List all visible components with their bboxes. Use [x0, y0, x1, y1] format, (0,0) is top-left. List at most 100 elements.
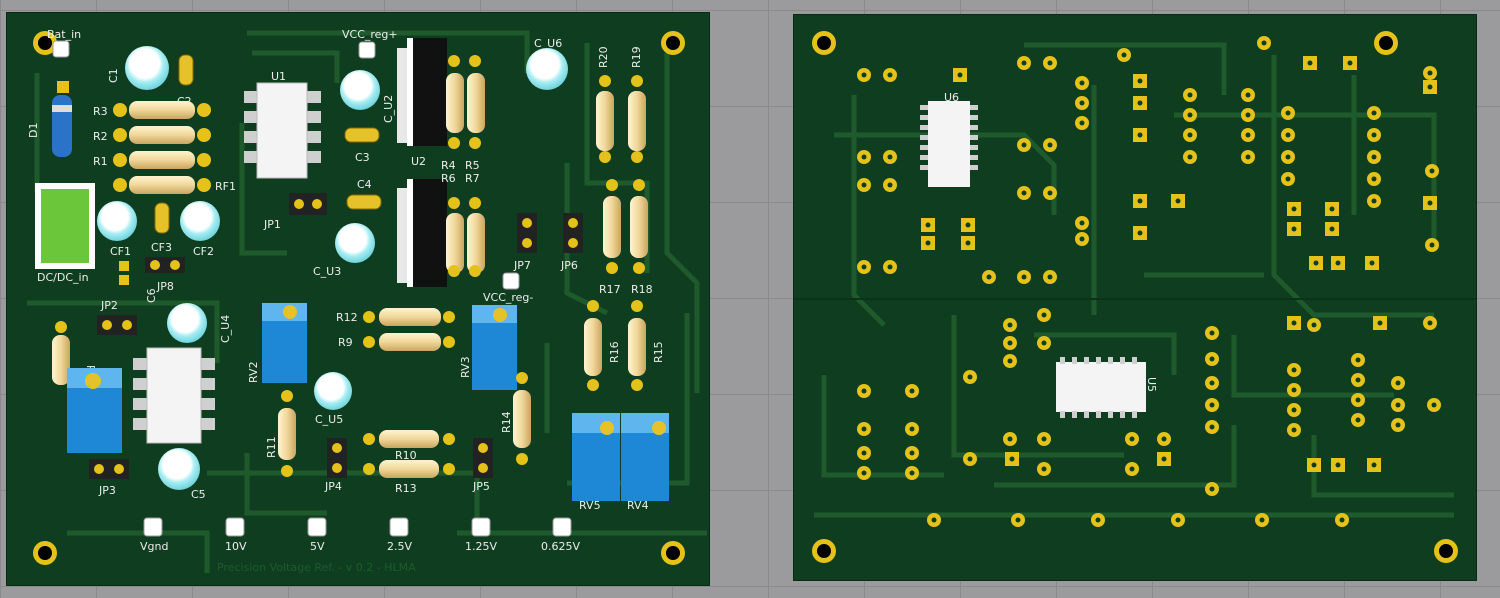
svg-text:JP7: JP7 — [513, 259, 531, 272]
resistor-r11 — [278, 408, 296, 460]
diode-d1: D1 — [27, 95, 72, 157]
output-label-0-625v: 0.625V — [541, 540, 580, 553]
svg-text:R12: R12 — [336, 311, 358, 324]
capacitor-cf2 — [180, 201, 220, 241]
svg-text:JP5: JP5 — [472, 480, 490, 493]
capacitor-c-u6 — [526, 48, 568, 90]
resistors-r19-r20 — [596, 75, 646, 163]
svg-text:CF3: CF3 — [151, 241, 172, 254]
resistors-r17-r18 — [603, 179, 648, 274]
output-label-5v: 5V — [310, 540, 325, 553]
svg-text:R7: R7 — [465, 172, 480, 185]
svg-text:C_U4: C_U4 — [219, 315, 232, 343]
trimmer-rv3 — [472, 305, 517, 390]
svg-text:RF1: RF1 — [215, 180, 236, 193]
capacitor-cf3 — [154, 202, 170, 234]
capacitor-c-u4 — [167, 303, 207, 343]
svg-text:R3: R3 — [93, 105, 108, 118]
ic-u4 — [133, 347, 215, 444]
svg-text:JP2: JP2 — [100, 299, 118, 312]
svg-text:U2: U2 — [411, 155, 426, 168]
svg-text:CF2: CF2 — [193, 245, 214, 258]
resistors-r4-r7 — [446, 55, 485, 277]
svg-text:R5: R5 — [465, 159, 480, 172]
svg-text:JP1: JP1 — [263, 218, 281, 231]
svg-text:U6: U6 — [944, 91, 959, 104]
svg-text:R6: R6 — [441, 172, 456, 185]
mounting-holes-back — [812, 31, 1458, 563]
output-testpoints — [143, 517, 572, 537]
svg-text:DC/DC_in: DC/DC_in — [37, 271, 89, 284]
capacitor-c-u5 — [314, 372, 352, 410]
svg-text:C5: C5 — [191, 488, 206, 501]
svg-text:C_U3: C_U3 — [313, 265, 341, 278]
svg-text:R16: R16 — [608, 341, 621, 363]
ic-u1: U1 — [244, 70, 321, 179]
svg-text:RV2: RV2 — [247, 361, 260, 383]
mounting-holes — [33, 31, 685, 565]
svg-text:R14: R14 — [500, 411, 513, 433]
svg-text:C3: C3 — [355, 151, 370, 164]
capacitor-c5 — [158, 448, 200, 490]
bat-in-testpoint — [52, 40, 70, 58]
pcb-front-board: Bat_in D1 DC/DC_in C1 C2 R3 R2 R1 RF1 CF… — [7, 13, 709, 585]
svg-text:R2: R2 — [93, 130, 108, 143]
svg-text:R15: R15 — [652, 341, 665, 363]
svg-text:U1: U1 — [271, 70, 286, 83]
jumper-jp1 — [289, 193, 327, 215]
vcc-reg-minus-label: VCC_reg- — [483, 291, 533, 304]
resistors-r10-r13 — [363, 430, 455, 478]
resistors-r9-r12 — [363, 308, 455, 351]
svg-text:R4: R4 — [441, 159, 456, 172]
svg-text:CF1: CF1 — [110, 245, 131, 258]
capacitor-c1 — [125, 46, 169, 90]
capacitor-c4 — [346, 194, 382, 210]
output-label-10v: 10V — [225, 540, 247, 553]
svg-text:RV5: RV5 — [579, 499, 601, 512]
resistor-r8 — [52, 335, 70, 385]
svg-text:R11: R11 — [265, 436, 278, 458]
pcb-back-board: U6 U5 — [794, 15, 1476, 580]
ic-u5: U5 — [1056, 357, 1158, 418]
svg-text:R10: R10 — [395, 449, 417, 462]
trimmer-rv5 — [67, 368, 122, 453]
output-label-vgnd: Vgnd — [140, 540, 168, 553]
svg-text:R9: R9 — [338, 336, 353, 349]
trimmer-rv4 — [621, 413, 669, 501]
bat-in-label: Bat_in — [47, 28, 81, 41]
output-label-2-5v: 2.5V — [387, 540, 412, 553]
svg-text:JP4: JP4 — [324, 480, 342, 493]
resistor-r14 — [513, 390, 531, 448]
svg-text:R1: R1 — [93, 155, 108, 168]
svg-text:C6: C6 — [145, 288, 158, 303]
capacitor-c3 — [344, 127, 380, 143]
svg-text:C_U6: C_U6 — [534, 37, 562, 50]
svg-text:JP3: JP3 — [98, 484, 116, 497]
vcc-reg-plus-label: VCC_reg+ — [342, 28, 398, 41]
svg-text:C_U5: C_U5 — [315, 413, 343, 426]
svg-text:JP8: JP8 — [156, 280, 174, 293]
svg-text:C4: C4 — [357, 178, 372, 191]
output-label-1-25v: 1.25V — [465, 540, 497, 553]
capacitor-cf1 — [97, 201, 137, 241]
regulator-u3 — [397, 179, 447, 287]
svg-text:RV4: RV4 — [627, 499, 649, 512]
svg-text:RV3: RV3 — [459, 356, 472, 378]
dcdc-converter: DC/DC_in — [35, 183, 95, 284]
trimmer-rv2 — [262, 303, 307, 383]
capacitor-c2-body — [178, 54, 194, 86]
svg-text:R13: R13 — [395, 482, 417, 495]
trimmer-rv5-right — [572, 413, 620, 501]
board-title: Precision Voltage Ref. - v 0.2 - HLMA — [217, 561, 416, 574]
svg-text:R19: R19 — [630, 46, 643, 68]
svg-text:R18: R18 — [631, 283, 653, 296]
svg-text:D1: D1 — [27, 123, 40, 138]
capacitor-c-u3 — [335, 223, 375, 263]
ic-u6: U6 — [920, 91, 978, 187]
capacitor-c-u2 — [340, 70, 380, 110]
resistor-array-left — [113, 101, 211, 194]
regulator-u2: U2 — [397, 38, 447, 168]
svg-text:C_U2: C_U2 — [382, 95, 395, 123]
svg-text:R20: R20 — [597, 46, 610, 68]
